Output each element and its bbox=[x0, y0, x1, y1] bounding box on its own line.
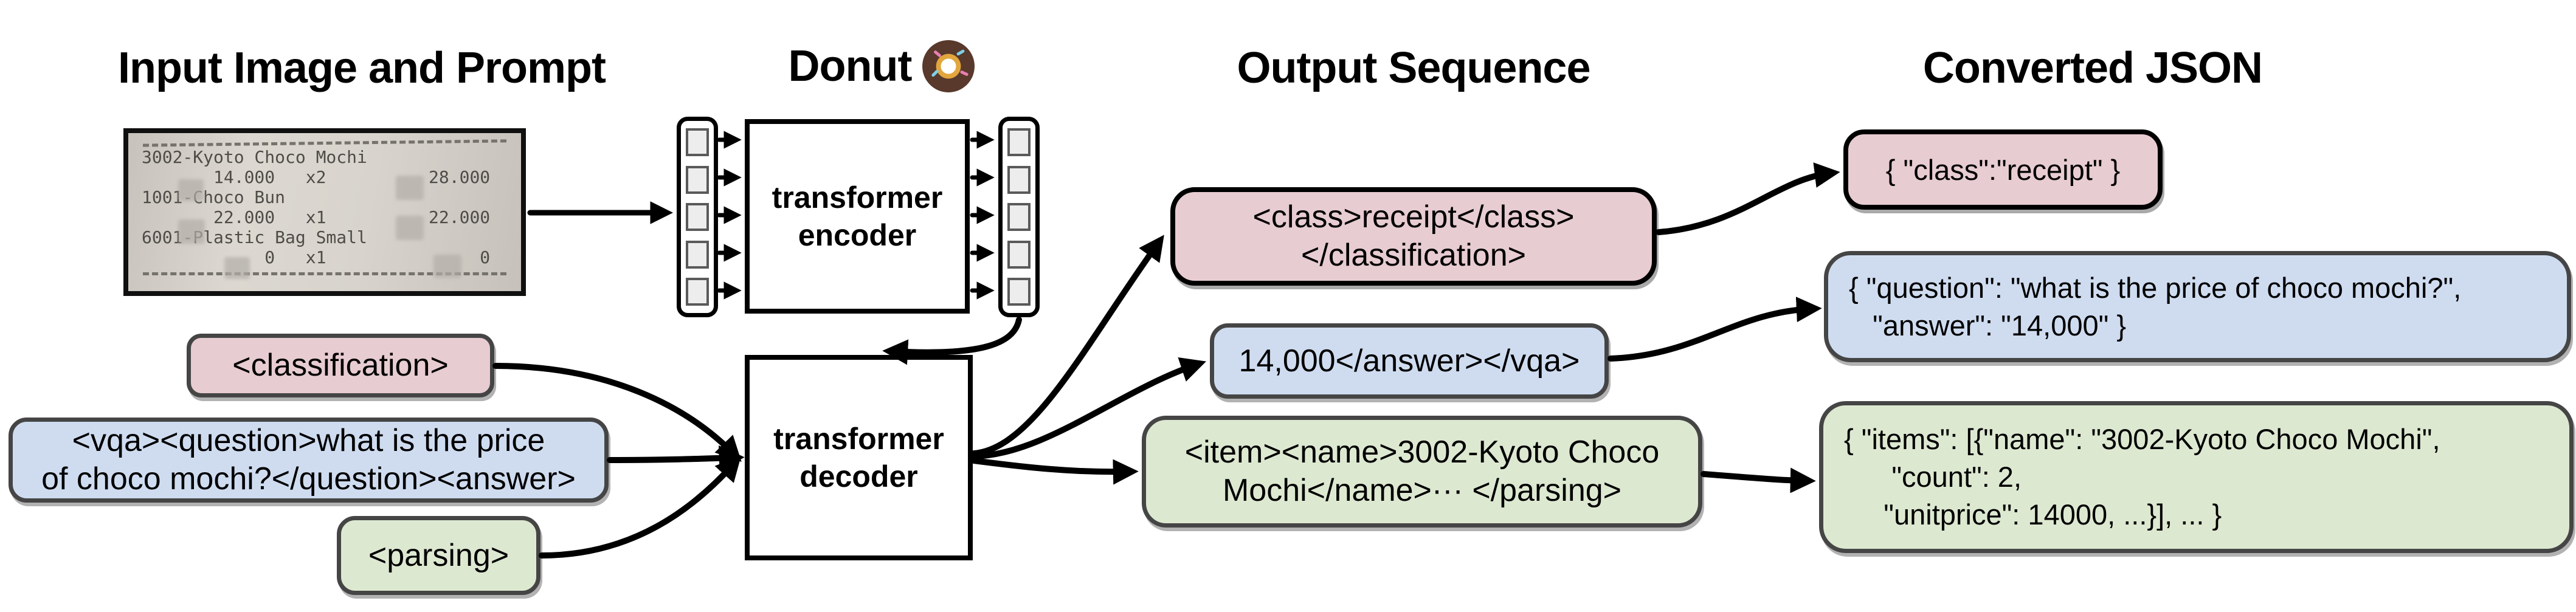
token-square bbox=[1007, 240, 1031, 269]
heading-output-sequence: Output Sequence bbox=[1237, 44, 1590, 92]
heading-donut-label: Donut bbox=[788, 42, 913, 91]
token-square bbox=[686, 278, 709, 306]
receipt-dashed-line bbox=[142, 139, 507, 147]
redaction-patch bbox=[178, 219, 205, 244]
transformer-encoder-block: transformer encoder bbox=[745, 119, 970, 314]
output-parsing-line2: Mochi</name>··· </parsing> bbox=[1222, 473, 1622, 508]
json-vqa-box: { "question": "what is the price of choc… bbox=[1824, 251, 2571, 362]
prompt-vqa-box: <vqa><question>what is the price of choc… bbox=[9, 418, 609, 503]
prompt-vqa-line2: of choco mochi?</question><answer> bbox=[41, 461, 576, 497]
donut-sprinkle bbox=[956, 49, 965, 57]
heading-input-image-and-prompt: Input Image and Prompt bbox=[117, 44, 606, 92]
prompt-vqa-line1: <vqa><question>what is the price bbox=[72, 423, 545, 458]
arrow-tokens-to-decoder bbox=[882, 317, 1022, 365]
token-square bbox=[686, 240, 709, 269]
token-square bbox=[686, 128, 709, 156]
donut-sprinkle bbox=[933, 50, 942, 58]
json-classification-text: { "class":"receipt" } bbox=[1885, 153, 2121, 186]
heading-converted-json: Converted JSON bbox=[1922, 44, 2263, 92]
prompt-parsing-box: <parsing> bbox=[337, 516, 540, 595]
receipt-image: 3002-Kyoto Choco Mochi 14.000 x2 28.000 … bbox=[123, 128, 526, 296]
token-square bbox=[1007, 165, 1031, 194]
receipt-paper: 3002-Kyoto Choco Mochi 14.000 x2 28.000 … bbox=[128, 133, 521, 291]
redaction-patch bbox=[433, 255, 461, 278]
redaction-patch bbox=[178, 179, 204, 201]
token-square bbox=[686, 203, 709, 231]
json-parsing-line3: "unitprice": 14000, ...}], ... } bbox=[1844, 498, 2222, 531]
redaction-patch bbox=[224, 257, 250, 279]
decoder-label-line1: transformer bbox=[773, 422, 944, 456]
output-vqa-text: 14,000</answer></vqa> bbox=[1238, 343, 1580, 379]
token-square bbox=[1007, 203, 1031, 231]
heading-donut: Donut bbox=[751, 40, 1012, 92]
donut-sprinkle bbox=[931, 69, 940, 78]
redaction-patch bbox=[396, 176, 424, 200]
donut-sprinkle bbox=[960, 70, 969, 77]
output-vqa-box: 14,000</answer></vqa> bbox=[1210, 323, 1609, 399]
encoder-label-line2: encoder bbox=[798, 218, 917, 252]
receipt-text: 3002-Kyoto Choco Mochi 14.000 x2 28.000 … bbox=[142, 147, 491, 267]
encoder-input-tokens bbox=[677, 117, 718, 317]
json-vqa-line2: "answer": "14,000" } bbox=[1849, 309, 2127, 342]
json-parsing-line1: { "items": [{"name": "3002-Kyoto Choco M… bbox=[1844, 423, 2440, 455]
token-square bbox=[686, 165, 709, 194]
prompt-classification-box: <classification> bbox=[187, 334, 494, 397]
arrow-decoder-to-parsing-output bbox=[971, 458, 1139, 485]
output-parsing-box: <item><name>3002-Kyoto Choco Mochi</name… bbox=[1142, 416, 1702, 528]
output-classification-line2: </classification> bbox=[1301, 238, 1526, 273]
output-classification-line1: <class>receipt</class> bbox=[1252, 199, 1575, 235]
prompt-classification-text: <classification> bbox=[232, 348, 449, 383]
output-parsing-line1: <item><name>3002-Kyoto Choco bbox=[1184, 435, 1660, 470]
json-classification-box: { "class":"receipt" } bbox=[1843, 129, 2163, 210]
decoder-label-line2: decoder bbox=[799, 459, 918, 493]
donut-emoji-icon bbox=[922, 40, 975, 92]
receipt-dashed-line bbox=[143, 272, 506, 275]
json-parsing-line2: "count": 2, bbox=[1844, 461, 2022, 493]
redaction-patch bbox=[396, 216, 424, 240]
encoder-label-line1: transformer bbox=[772, 181, 943, 215]
encoder-output-tokens bbox=[998, 117, 1040, 317]
output-classification-box: <class>receipt</class> </classification> bbox=[1170, 187, 1657, 286]
prompt-parsing-text: <parsing> bbox=[368, 537, 509, 573]
arrow-vqa-prompt-to-decoder bbox=[607, 445, 745, 471]
transformer-decoder-block: transformer decoder bbox=[745, 355, 973, 560]
arrow-parsing-output-to-json bbox=[1701, 467, 1816, 493]
arrow-vqa-output-to-json bbox=[1607, 297, 1822, 362]
json-parsing-box: { "items": [{"name": "3002-Kyoto Choco M… bbox=[1819, 401, 2574, 553]
token-square bbox=[1007, 128, 1031, 156]
token-square bbox=[1007, 278, 1031, 306]
json-vqa-line1: { "question": "what is the price of choc… bbox=[1849, 271, 2462, 304]
arrow-classification-output-to-json bbox=[1656, 162, 1840, 235]
